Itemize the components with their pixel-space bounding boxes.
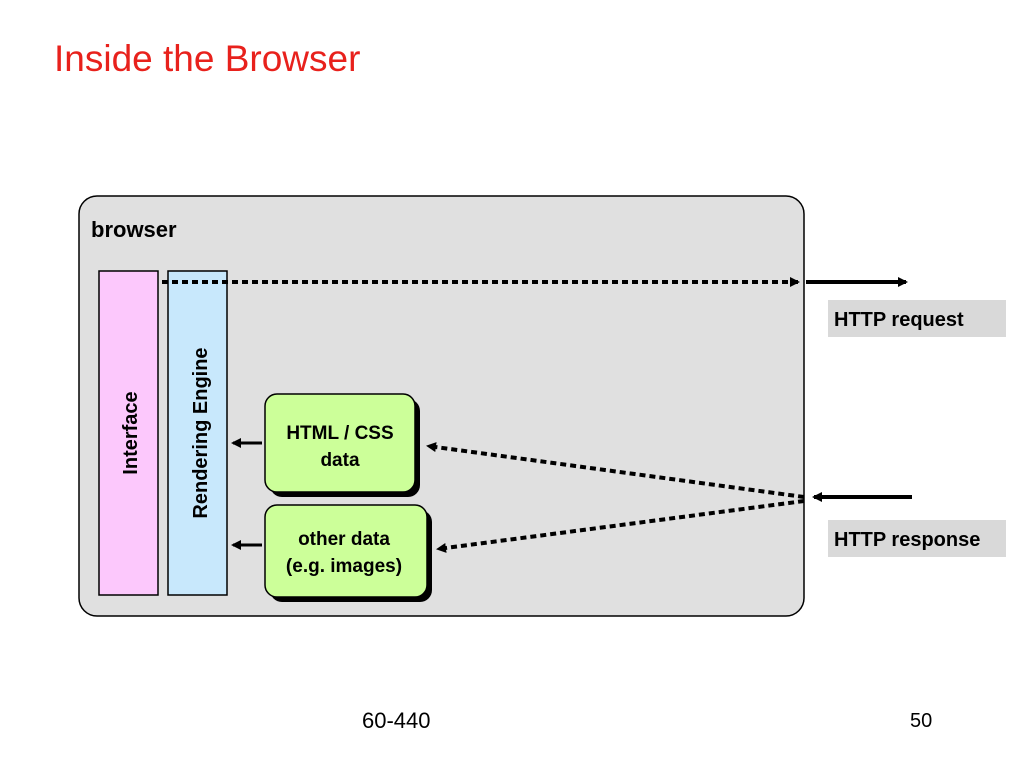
html-css-label-line2: data bbox=[320, 450, 360, 471]
interface-box bbox=[98, 270, 159, 596]
interface-label: Interface bbox=[120, 391, 142, 474]
rendering-engine-box bbox=[167, 270, 228, 596]
html-css-label-line1: HTML / CSS bbox=[286, 423, 393, 444]
other-data-label-line1: other data bbox=[298, 529, 390, 550]
other-data-label-line2: (e.g. images) bbox=[286, 556, 402, 577]
http-request-label-bg bbox=[828, 300, 1006, 337]
other-data-box bbox=[264, 504, 428, 598]
footer-course-code: 60-440 bbox=[362, 708, 431, 733]
response-to-html-css-dotted-arrow bbox=[426, 442, 805, 499]
http-request-label: HTTP request bbox=[834, 309, 964, 331]
http-response-label-bg bbox=[828, 520, 1006, 557]
rendering-engine-label: Rendering Engine bbox=[190, 347, 212, 518]
footer-page-number: 50 bbox=[910, 710, 933, 732]
browser-box bbox=[78, 195, 805, 617]
slide-title: Inside the Browser bbox=[54, 38, 361, 79]
http-response-label: HTTP response bbox=[834, 529, 980, 551]
html-css-data-box bbox=[264, 393, 416, 493]
browser-label: browser bbox=[91, 217, 177, 242]
response-to-other-data-dotted-arrow bbox=[436, 499, 805, 553]
